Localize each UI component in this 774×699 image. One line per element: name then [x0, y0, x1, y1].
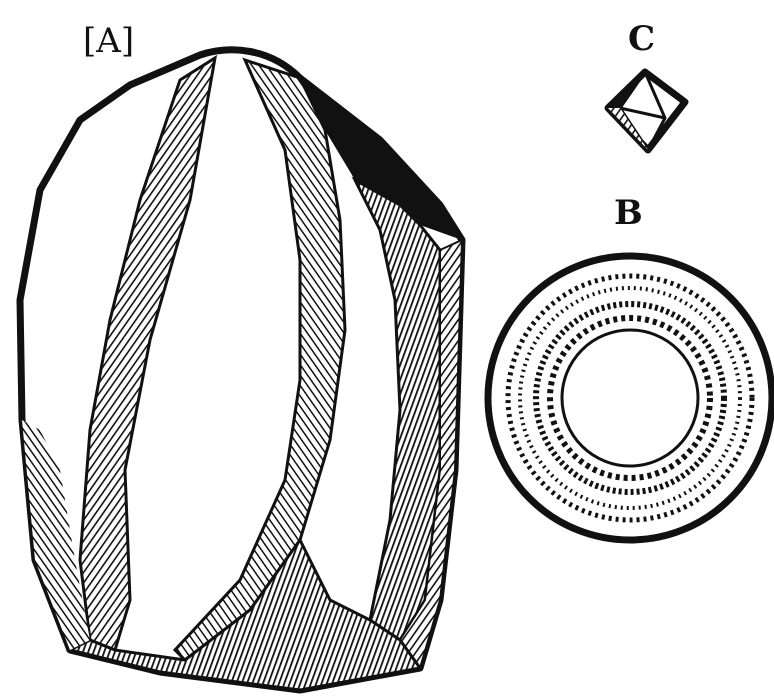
figure-a-label: [A] [83, 24, 134, 58]
figure-b-label: B [614, 196, 643, 230]
figure-c-label: C [628, 22, 655, 56]
